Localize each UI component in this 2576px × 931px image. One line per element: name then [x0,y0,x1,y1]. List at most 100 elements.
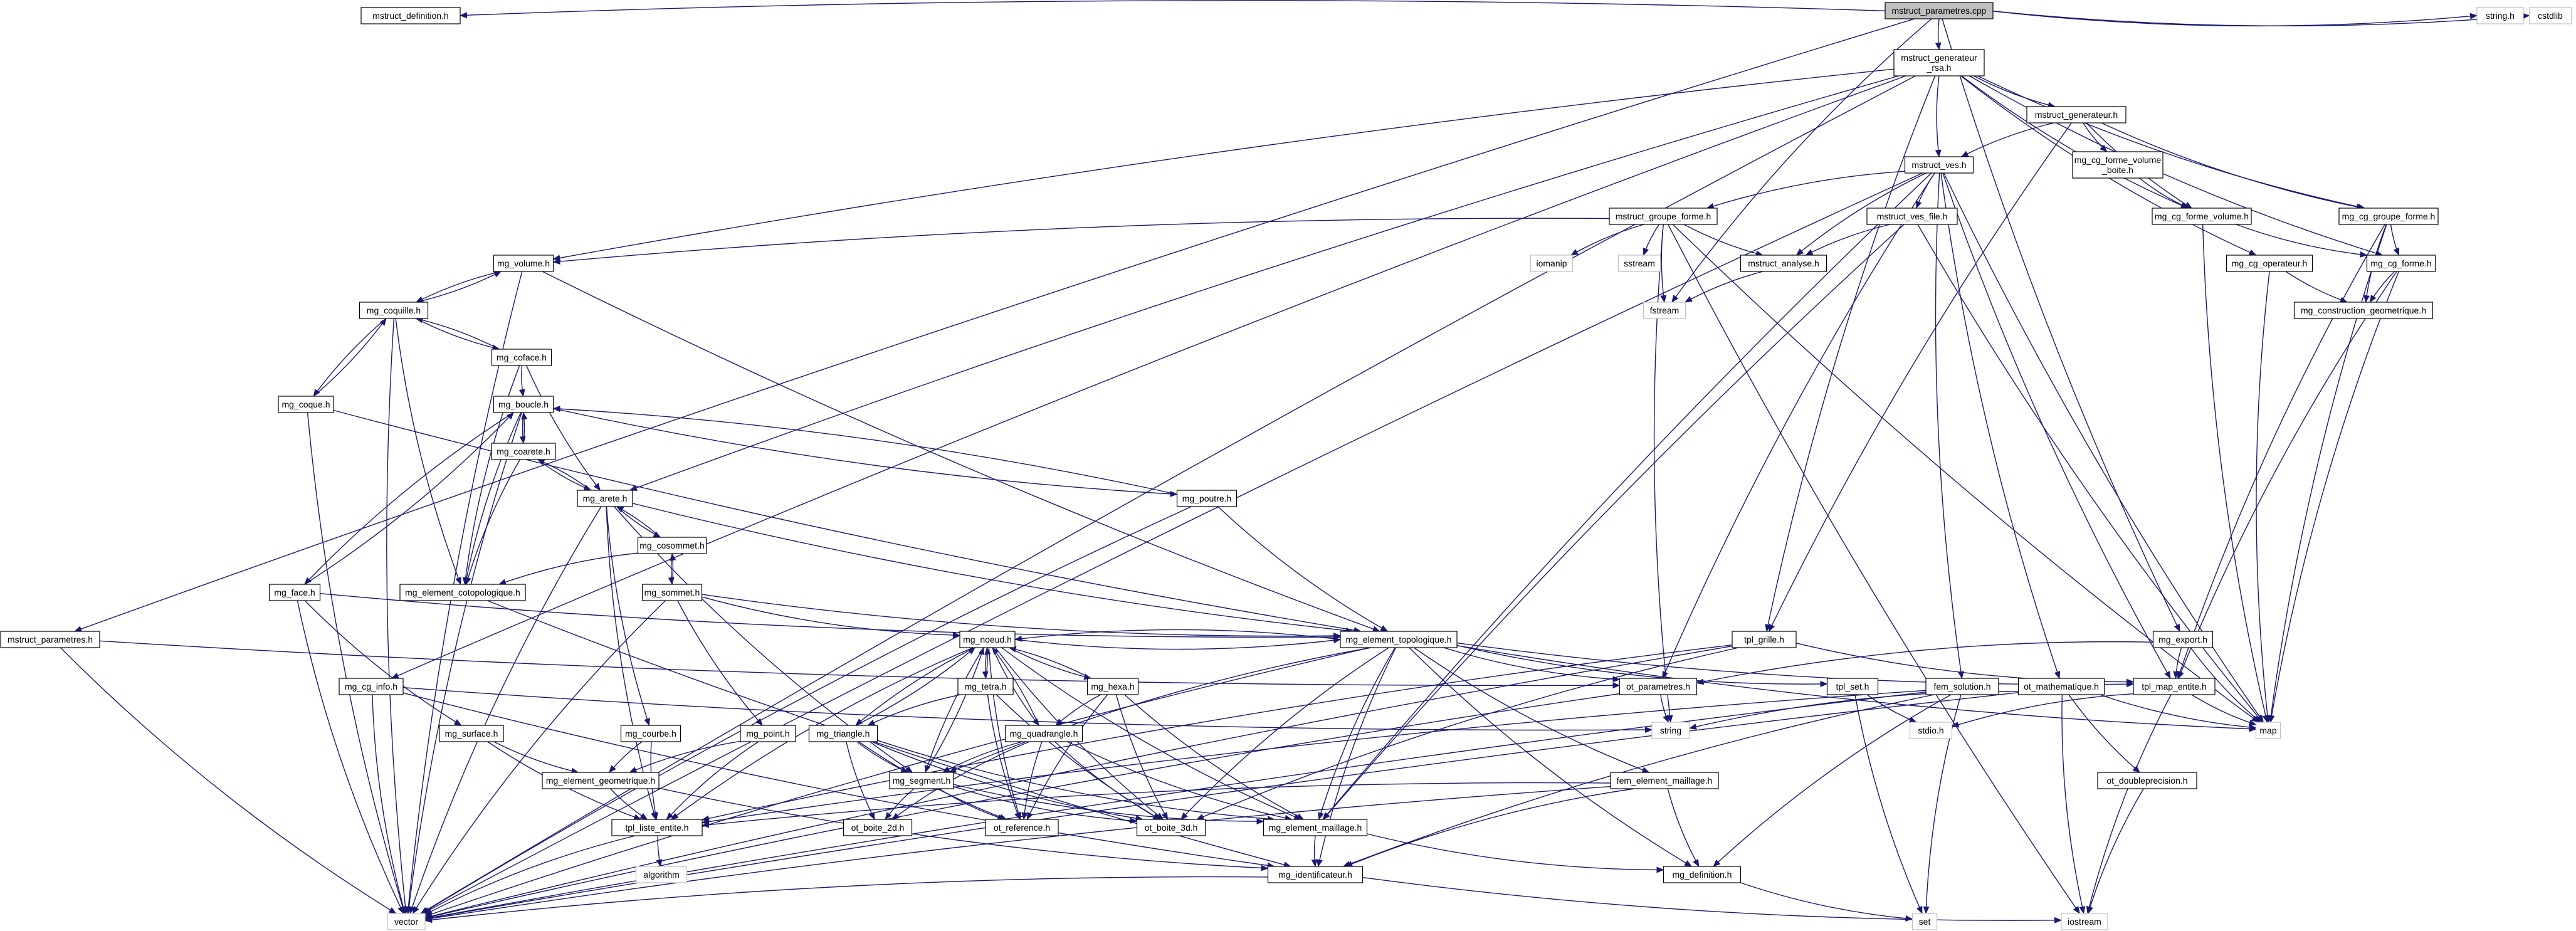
node-box [2133,678,2216,695]
node-mg-tetra[interactable]: mg_tetra.h [957,678,1014,695]
node-tpl-grille[interactable]: tpl_grille.h [1732,631,1797,648]
node-mstruct-generateur-rsa[interactable]: mstruct_generateur_rsa.h [1893,49,1985,76]
node-mstruct-generateur[interactable]: mstruct_generateur.h [2026,106,2127,124]
edge-mg-poutre-to-vector [421,506,1192,914]
node-mg-coquille[interactable]: mg_coquille.h [359,302,429,319]
node-mg-definition[interactable]: mg_definition.h [1663,866,1742,883]
node-ot-mathematique[interactable]: ot_mathematique.h [2017,678,2105,695]
node-mstruct-parametres-h[interactable]: mstruct_parametres.h [0,631,100,648]
node-label: mg_tetra.h [965,681,1007,692]
node-mg-cosommet[interactable]: mg_cosommet.h [637,537,707,554]
node-root[interactable]: mstruct_parametres.cpp [1885,2,1994,19]
node-mg-cg-forme[interactable]: mg_cg_forme.h [2366,255,2436,272]
node-box [1904,156,1974,174]
edge-mstruct-ves-to-mg-element-maillage [1322,172,1932,820]
node-box [542,772,660,789]
node-mg-courbe[interactable]: mg_courbe.h [620,725,681,742]
node-mstruct-definition[interactable]: mstruct_definition.h [360,7,461,24]
edge-mg-point-to-tpl-liste-entite [666,741,759,820]
node-label: set [1919,917,1931,927]
edge-tpl-liste-entite-to-vector [424,835,636,915]
node-mg-noeud[interactable]: mg_noeud.h [959,631,1016,648]
edge-tpl-grille-to-tpl-map-entite [1795,643,2134,685]
node-label: vector [394,917,418,927]
edge-mg-noeud-to-tpl-liste-entite [670,647,974,820]
node-box [1176,490,1238,507]
edge-mg-cosommet-to-mg-element-cotopologique [498,552,638,586]
edge-mstruct-generateur-rsa-to-tpl-grille [1765,75,1936,632]
edge-mstruct-generateur-to-mstruct-ves [1960,122,2054,157]
node-mg-arete[interactable]: mg_arete.h [577,490,633,507]
node-mg-element-topologique[interactable]: mg_element_topologique.h [1340,631,1458,648]
node-mg-coarete[interactable]: mg_coarete.h [491,443,556,460]
edge-root-to-mstruct-definition [460,0,1886,19]
node-mg-point[interactable]: mg_point.h [740,725,796,742]
node-ot-boite-3d[interactable]: ot_boite_3d.h [1136,819,1206,836]
node-box [1004,725,1083,742]
node-ot-parametres[interactable]: ot_parametres.h [1619,678,1698,695]
node-ot-boite-2d[interactable]: ot_boite_2d.h [843,819,913,836]
node-tpl-liste-entite[interactable]: tpl_liste_entite.h [611,819,703,836]
node-box [985,819,1059,836]
node-mstruct-groupe-forme[interactable]: mstruct_groupe_forme.h [1609,208,1718,225]
edge-mg-element-topologique-to-mg-definition [1409,647,1693,867]
node-mg-quadrangle[interactable]: mg_quadrangle.h [1004,725,1083,742]
node-mg-face[interactable]: mg_face.h [268,584,321,601]
node-mstruct-ves-file[interactable]: mstruct_ves_file.h [1866,208,1958,225]
node-mg-triangle[interactable]: mg_triangle.h [808,725,878,742]
node-mg-element-maillage[interactable]: mg_element_maillage.h [1263,819,1368,836]
node-mg-poutre[interactable]: mg_poutre.h [1176,490,1238,507]
edge-mg-element-topologique-to-mg-noeud [1014,629,1341,642]
edge-mg-cg-groupe-forme-to-map [2268,224,2387,723]
node-mg-cg-forme-volume[interactable]: mg_cg_forme_volume.h [2152,208,2252,225]
node-mg-cg-groupe-forme[interactable]: mg_cg_groupe_forme.h [2338,208,2439,225]
node-mg-identificateur[interactable]: mg_identificateur.h [1267,866,1364,883]
node-algorithm: algorithm [635,866,688,883]
node-mg-cg-forme-volume-boite[interactable]: mg_cg_forme_volume_boite.h [2072,151,2163,179]
node-mg-export[interactable]: mg_export.h [2152,631,2214,648]
edge-mg-coface-to-mg-coquille [415,317,500,350]
node-box [2226,255,2313,272]
node-label: mg_coquille.h [367,305,421,315]
node-box [2017,678,2105,695]
node-box [1826,678,1879,695]
node-mg-element-cotopologique[interactable]: mg_element_cotopologique.h [399,584,526,601]
node-box [1663,866,1742,883]
node-mg-cg-operateur[interactable]: mg_cg_operateur.h [2226,255,2313,272]
node-mstruct-ves[interactable]: mstruct_ves.h [1904,156,1974,174]
node-box [1136,819,1206,836]
node-mg-coface[interactable]: mg_coface.h [491,349,552,366]
edge-mg-cosommet-to-mg-arete [616,506,661,538]
node-mg-surface[interactable]: mg_surface.h [439,725,504,742]
node-box [439,725,504,742]
edge-mstruct-parametres-h-to-ot-parametres [99,640,1621,689]
edge-mstruct-generateur-rsa-to-mg-volume [552,68,1895,261]
node-mg-hexa[interactable]: mg_hexa.h [1086,678,1139,695]
edge-tpl-grille-to-tpl-liste-entite [702,644,1733,822]
node-tpl-map-entite[interactable]: tpl_map_entite.h [2133,678,2216,695]
node-mg-element-geometrique[interactable]: mg_element_geometrique.h [542,772,660,789]
node-box [2097,772,2197,789]
node-fem-element-maillage[interactable]: fem_element_maillage.h [1610,772,1719,789]
node-label: mg_construction_geometrique.h [2301,305,2426,315]
node-ot-reference[interactable]: ot_reference.h [985,819,1059,836]
node-fem-solution[interactable]: fem_solution.h [1925,678,1999,695]
node-mg-cg-info[interactable]: mg_cg_info.h [339,678,404,695]
node-mg-boucle[interactable]: mg_boucle.h [493,396,554,413]
node-mstruct-analyse[interactable]: mstruct_analyse.h [1740,255,1827,272]
node-mg-coque[interactable]: mg_coque.h [278,396,334,413]
edge-mg-noeud-to-mg-element-maillage [1001,647,1302,820]
edge-mg-triangle-to-ot-boite-2d [846,741,875,820]
node-mg-volume[interactable]: mg_volume.h [493,255,554,272]
node-mg-sommet[interactable]: mg_sommet.h [641,584,703,601]
node-box [1619,678,1698,695]
node-tpl-set[interactable]: tpl_set.h [1826,678,1879,695]
node-box [889,772,954,789]
edge-mg-element-topologique-to-mg-segment [949,647,1372,773]
edge-mg-noeud-to-mg-segment [924,647,984,773]
node-mg-construction-geometrique[interactable]: mg_construction_geometrique.h [2293,302,2434,319]
node-map: map [2255,722,2281,739]
node-ot-doubleprecision[interactable]: ot_doubleprecision.h [2097,772,2197,789]
node-mg-segment[interactable]: mg_segment.h [889,772,954,789]
